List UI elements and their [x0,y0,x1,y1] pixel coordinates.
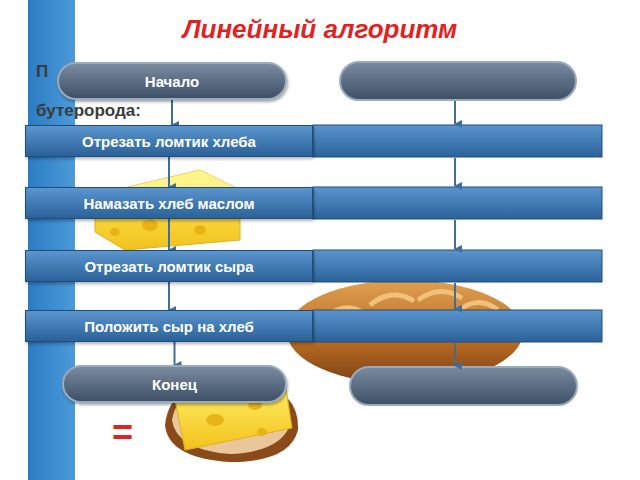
flow-arrow [174,342,176,365]
title: Линейный алгоритм [0,14,640,45]
process-box: Намазать хлеб маслом [25,187,313,219]
node-text: Отрезать ломтик сыра [84,258,253,275]
process-box: Положить сыр на хлеб [25,310,313,342]
node-text: Намазать хлеб маслом [83,195,254,212]
flow-arrow [168,157,170,187]
node-text: Начало [145,73,199,90]
heading-fragment: бутеророда: [36,101,141,121]
equals-sign: = [112,412,133,454]
empty-flowchart [313,62,602,405]
node-text: Отрезать ломтик хлеба [82,133,256,150]
heading-fragment: П [36,62,48,82]
flow-arrow [171,100,173,125]
node-text: Положить сыр на хлеб [84,318,254,335]
flow-arrow [168,282,170,310]
flow-arrow [168,219,170,250]
end-terminal: Конец [62,365,287,403]
start-terminal: Начало [57,62,287,100]
process-box: Отрезать ломтик хлеба [25,125,313,157]
node-text: Конец [152,376,197,393]
process-box: Отрезать ломтик сыра [25,250,313,282]
